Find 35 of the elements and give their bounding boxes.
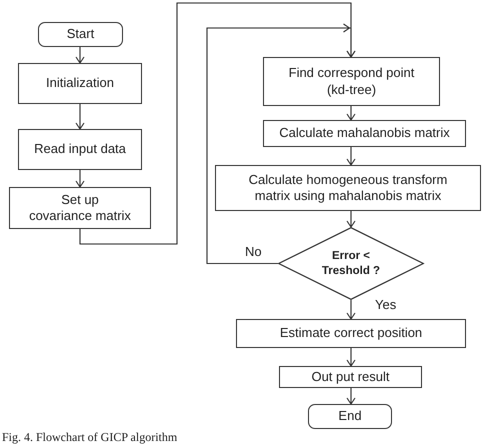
flow-arrow [75,47,85,64]
process-box [263,57,440,106]
process-box [263,120,466,147]
step-label: Calculate mahalanobis matrix [279,125,450,142]
flow-arrow [75,104,85,130]
step-label: Out put result [311,368,390,386]
step-label: End [338,408,362,425]
step-label: Initialization [46,75,114,92]
flow-arrow [346,348,356,367]
terminal-box [308,404,392,429]
flow-arrow [75,170,85,188]
process-box [18,63,142,104]
flow-arrow [346,147,356,166]
process-box [9,187,151,229]
flow-arrow [346,106,356,121]
step-label: Calculate homogeneous transform matrix using mahalanobis matrix [248,172,448,204]
figure-caption: Fig. 4. Flowchart of GICP algorithm [2,430,178,444]
step-label: Start [66,26,94,43]
flow-arrow [346,211,356,228]
process-box [215,165,481,211]
process-box [279,366,422,388]
step-label: Find correspond point (kd-tree) [288,65,416,98]
flow-arrow [346,388,356,405]
edge-label: Yes [375,297,396,313]
flow-arrow [206,23,356,264]
step-label: Set up covariance matrix [28,192,132,224]
step-label: Error < Treshold ? [320,249,382,278]
flow-arrow [346,300,356,320]
process-box [18,129,142,170]
decision-diamond [278,227,424,300]
terminal-box [38,22,123,47]
edge-label: No [245,244,262,260]
process-box [236,319,466,348]
step-label: Read input data [34,141,126,158]
step-label: Estimate correct position [280,325,422,342]
